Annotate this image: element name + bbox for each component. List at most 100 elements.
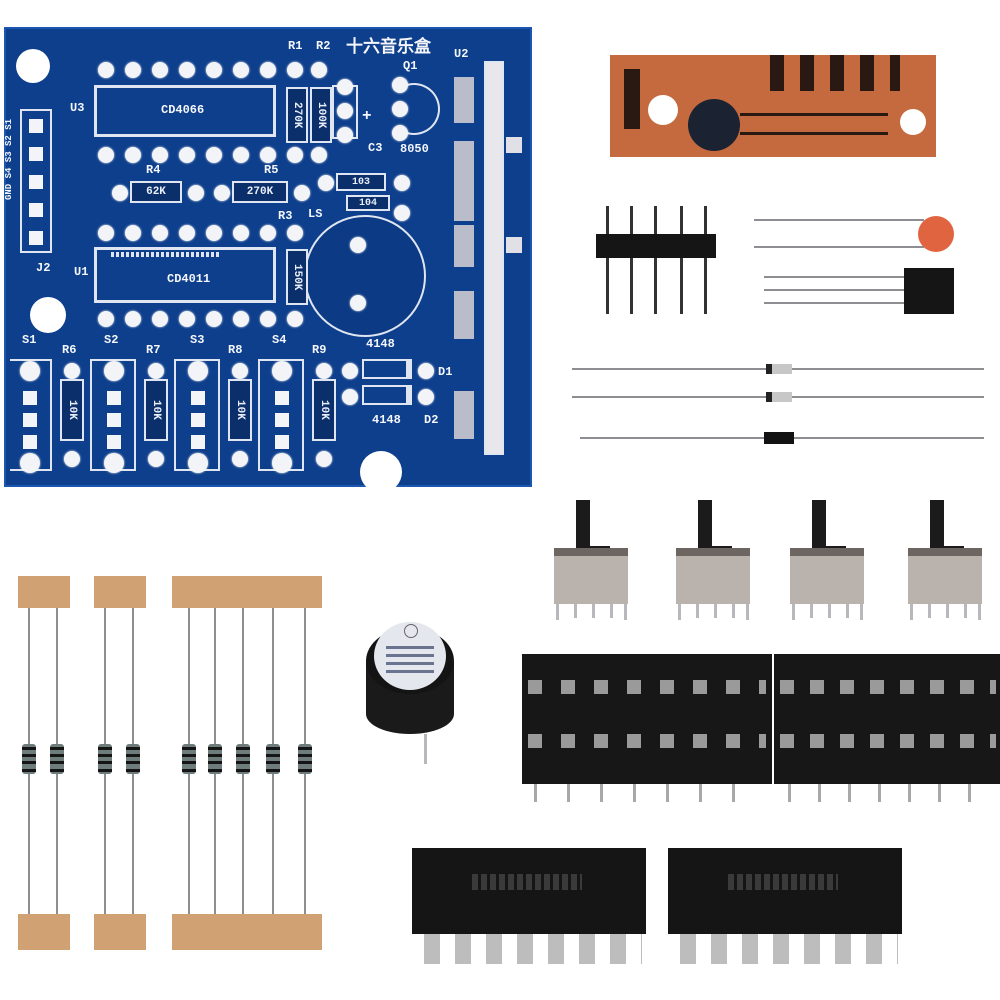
label-r6: R6: [62, 343, 77, 357]
socket-contacts-bottom: [528, 734, 766, 748]
label-c3: C3: [368, 141, 383, 155]
transistor: [764, 268, 974, 316]
resistor: [298, 744, 312, 774]
module-mounting-hole: [648, 95, 678, 125]
r7-value: 10K: [144, 379, 168, 441]
ic-socket-1: [522, 654, 774, 804]
socket-pins: [788, 784, 998, 802]
resistor: [50, 744, 64, 774]
module-pads: [770, 55, 900, 91]
resistor-tape: [94, 914, 146, 950]
label-s2: S2: [104, 333, 119, 347]
c1-value: 103: [336, 173, 386, 191]
label-d1: D1: [438, 365, 453, 379]
label-r7: R7: [146, 343, 161, 357]
label-d2: D2: [424, 413, 439, 427]
r5-value: 270K: [232, 181, 288, 203]
label-r4: R4: [146, 163, 161, 177]
ic-pins: [424, 934, 642, 964]
slide-switch-3: [790, 500, 866, 620]
r2-value: 100K: [310, 87, 332, 143]
slide-switch-4: [908, 500, 984, 620]
label-u2: U2: [454, 47, 469, 61]
pcb-title-silkscreen: 十六音乐盒: [346, 39, 431, 58]
c3-polarity-plus: +: [362, 107, 372, 125]
mounting-hole: [360, 451, 402, 493]
u3-ic-outline: CD4066: [94, 85, 276, 137]
resistor: [208, 744, 222, 774]
label-s1: S1: [22, 333, 37, 347]
buzzer-sticker: [374, 622, 446, 690]
label-ls: LS: [308, 207, 323, 221]
u2-pad: [454, 77, 474, 123]
r9-value: 10K: [312, 379, 336, 441]
mounting-hole: [30, 297, 66, 333]
label-r2: R2: [316, 39, 331, 53]
u1-chip-label: CD4011: [167, 272, 211, 286]
u1-ic-outline: CD4011: [94, 247, 276, 303]
resistor: [126, 744, 140, 774]
music-chip-module: [610, 55, 936, 157]
module-traces: [740, 113, 888, 135]
resistor-tape: [18, 914, 70, 950]
q1-part-label: 8050: [400, 142, 429, 156]
buzzer: [366, 618, 456, 768]
label-r8: R8: [228, 343, 243, 357]
slide-switch-2: [676, 500, 752, 620]
label-q1: Q1: [403, 59, 418, 73]
d1-outline: [362, 359, 412, 379]
capacitor-disc: [918, 216, 954, 252]
buzzer-plus-mark: [404, 624, 418, 638]
u2-module-slot: [484, 61, 504, 455]
u2-side-pad: [506, 237, 522, 253]
c2-value: 104: [346, 195, 390, 211]
u2-pad: [454, 291, 474, 339]
cob-epoxy-blob: [688, 99, 740, 151]
q1-outline: [388, 83, 440, 135]
blue-pcb-board: 十六音乐盒 R1 R2 CD4066 U3 270K 100K + C3 Q1 …: [4, 27, 532, 493]
u2-pad: [454, 391, 474, 439]
axial-component: [580, 432, 984, 444]
label-r1: R1: [288, 39, 303, 53]
socket-contacts-bottom: [780, 734, 996, 748]
resistor: [236, 744, 250, 774]
diode-part-label-bottom: 4148: [372, 413, 401, 427]
r3-value: 150K: [286, 249, 308, 305]
u3-chip-label: CD4066: [161, 103, 205, 117]
slide-switch-1: [554, 500, 630, 620]
u2-pad: [454, 141, 474, 221]
u2-side-pad: [506, 137, 522, 153]
module-trace: [624, 69, 640, 129]
resistor-tape: [94, 576, 146, 608]
socket-pins: [534, 784, 764, 802]
ic-chip-2: [668, 848, 904, 964]
taped-resistors: [18, 574, 338, 954]
r1-value: 270K: [286, 87, 308, 143]
ls-buzzer-outline: [304, 215, 426, 337]
label-u3: U3: [70, 101, 85, 115]
j2-pin-labels: GND S4 S3 S2 S1: [4, 119, 14, 201]
mounting-hole: [16, 49, 50, 83]
module-mounting-hole: [900, 109, 926, 135]
socket-contacts-top: [780, 680, 996, 694]
ic-socket-2: [774, 654, 1000, 804]
ic-chip-1: [412, 848, 648, 964]
ic-pins: [680, 934, 898, 964]
ic-marking: [472, 874, 582, 890]
u2-pad: [454, 225, 474, 267]
diode-part-label-top: 4148: [366, 337, 395, 351]
resistor: [182, 744, 196, 774]
resistor-tape: [172, 914, 322, 950]
label-j2: J2: [36, 261, 51, 275]
label-u1: U1: [74, 265, 89, 279]
diode: [572, 392, 984, 402]
r4-value: 62K: [130, 181, 182, 203]
label-s4: S4: [272, 333, 287, 347]
label-r5: R5: [264, 163, 279, 177]
buzzer-sticker-text: [386, 646, 434, 676]
d2-outline: [362, 385, 412, 405]
socket-contacts-top: [528, 680, 766, 694]
ic-marking: [728, 874, 838, 890]
j2-header-outline: [20, 109, 52, 253]
label-r3: R3: [278, 209, 293, 223]
